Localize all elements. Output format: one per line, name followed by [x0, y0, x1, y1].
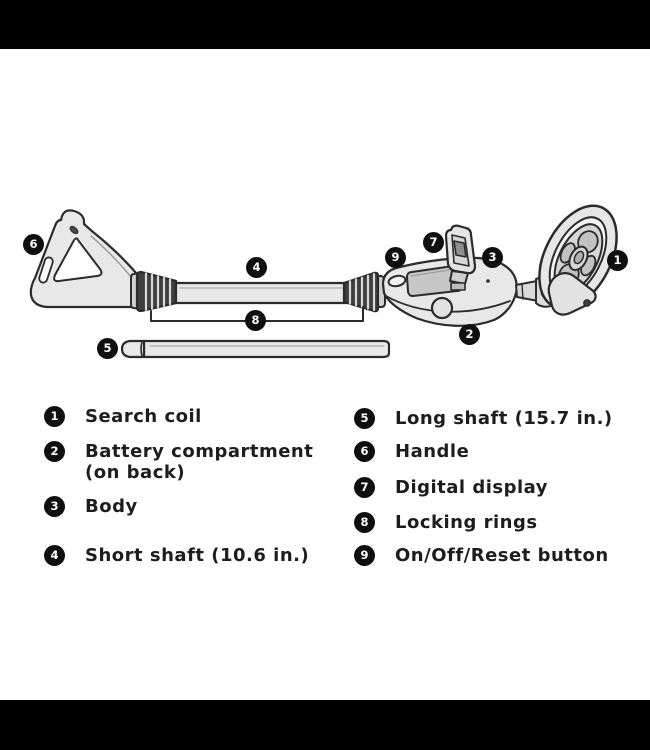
callout-handle: 6 [23, 234, 44, 255]
handle-knob-hole [69, 225, 79, 235]
callout-locking-rings: 8 [245, 310, 266, 331]
legend-item-handle: 6 Handle [354, 441, 469, 462]
locking-ring-left [130, 270, 178, 313]
legend-number-badge: 2 [44, 441, 65, 462]
legend-item-digital-display: 7 Digital display [354, 477, 548, 498]
callout-battery-compartment: 2 [459, 324, 480, 345]
callout-short-shaft: 4 [246, 257, 267, 278]
legend-label: Long shaft (15.7 in.) [395, 408, 613, 429]
control-body [381, 256, 518, 327]
callout-digital-display: 7 [423, 232, 444, 253]
handle-slot [38, 256, 54, 284]
legend-label: Digital display [395, 477, 549, 498]
short-shaft [172, 281, 348, 305]
handle [29, 209, 142, 309]
display-panel [444, 224, 477, 291]
legend-number-badge: 1 [44, 406, 65, 427]
letterbox-bottom-bar [0, 700, 650, 750]
legend-number-badge: 9 [354, 545, 375, 566]
indicator-dot [486, 279, 490, 283]
legend-number-badge: 8 [354, 512, 375, 533]
power-button [387, 274, 407, 288]
legend-number-badge: 4 [44, 545, 65, 566]
long-shaft [120, 339, 391, 359]
legend-item-battery-compartment: 2 Battery compartment(on back) [44, 441, 313, 483]
legend-label: Locking rings [395, 512, 538, 533]
bracket-bolt [583, 299, 591, 307]
control-knob [430, 296, 454, 320]
callout-search-coil: 1 [607, 250, 628, 271]
legend-label: On/Off/Reset button [395, 545, 609, 566]
legend-number-badge: 7 [354, 477, 375, 498]
legend-label: Handle [395, 441, 470, 462]
locking-ring-right [342, 271, 386, 313]
legend-label: Battery compartment(on back) [85, 441, 314, 483]
legend-number-badge: 5 [354, 408, 375, 429]
legend-label: Short shaft (10.6 in.) [85, 545, 310, 566]
callout-power-button: 9 [385, 247, 406, 268]
callout-body: 3 [482, 247, 503, 268]
legend-item-body: 3 Body [44, 496, 138, 517]
legend-item-long-shaft: 5 Long shaft (15.7 in.) [354, 408, 613, 429]
coil-bracket [547, 272, 597, 316]
legend-item-short-shaft: 4 Short shaft (10.6 in.) [44, 545, 309, 566]
legend-number-badge: 3 [44, 496, 65, 517]
callout-long-shaft: 5 [97, 338, 118, 359]
legend-label: Search coil [85, 406, 202, 427]
legend-label: Body [85, 496, 138, 517]
legend-number-badge: 6 [354, 441, 375, 462]
legend-item-power-button: 9 On/Off/Reset button [354, 545, 609, 566]
letterbox-top-bar [0, 0, 650, 49]
handle-grip-cutout [53, 237, 103, 283]
legend-item-search-coil: 1 Search coil [44, 406, 202, 427]
display-screen [453, 240, 467, 258]
legend-item-locking-rings: 8 Locking rings [354, 512, 538, 533]
